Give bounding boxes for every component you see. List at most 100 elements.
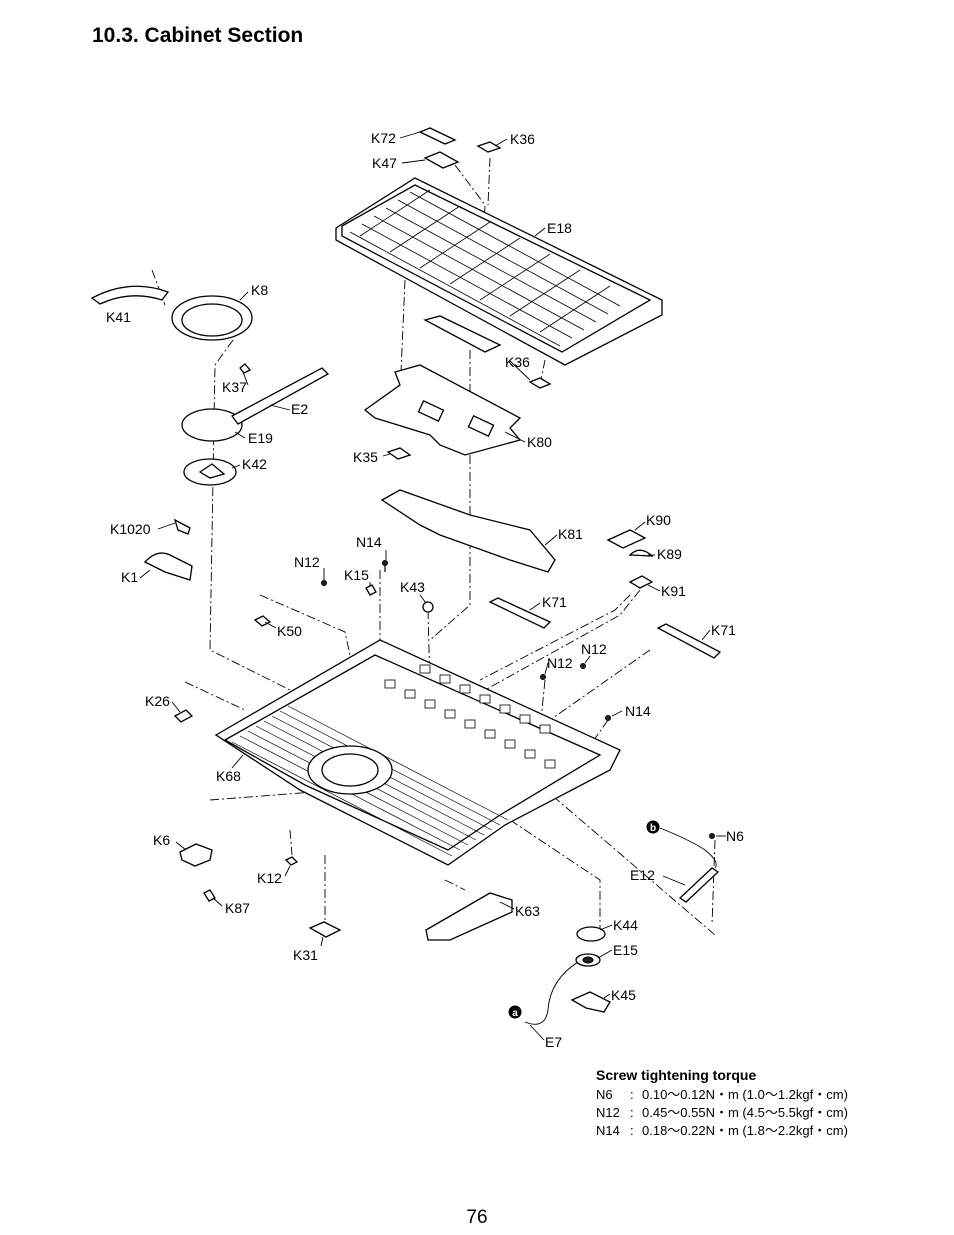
part-k91 [628, 575, 654, 589]
callout-label: K71 [542, 594, 567, 610]
part-k43 [422, 601, 434, 613]
callout-label: N6 [726, 828, 744, 844]
part-k6 [179, 843, 213, 867]
torque-separator: : [630, 1105, 634, 1120]
part-k31 [308, 921, 342, 938]
part-e2-cable [231, 367, 330, 425]
callout-label: E2 [291, 401, 308, 417]
callout-label: K71 [711, 622, 736, 638]
chassis-k68 [214, 639, 621, 866]
e7-cable [524, 961, 579, 1025]
callout-label: N14 [356, 534, 382, 550]
callout-label: K50 [277, 623, 302, 639]
connector-letter: a [512, 1008, 518, 1019]
k80-window-2 [467, 415, 495, 437]
callout-label: K31 [293, 947, 318, 963]
leader-lines [139, 131, 726, 1041]
part-k89 [628, 549, 654, 557]
callout-label: K36 [505, 354, 530, 370]
callout-label: K45 [611, 987, 636, 1003]
part-k87 [203, 889, 216, 902]
connector-marker-a: a [508, 1005, 522, 1019]
torque-screw: N14 [596, 1123, 620, 1138]
part-k35 [386, 447, 412, 460]
callout-label: K68 [216, 768, 241, 784]
callout-label: K87 [225, 900, 250, 916]
page-title: 10.3. Cabinet Section [92, 24, 304, 47]
part-k71-2 [656, 623, 722, 659]
part-k36-top [476, 141, 502, 153]
callout-label: K1020 [110, 521, 151, 537]
callout-label: K1 [121, 569, 138, 585]
callout-label: K36 [510, 131, 535, 147]
part-k81 [380, 489, 556, 573]
callout-label: K42 [242, 456, 267, 472]
k80-window-1 [417, 400, 445, 422]
part-k12 [284, 856, 299, 866]
callout-label: K63 [515, 903, 540, 919]
callout-label: N14 [625, 703, 651, 719]
callout-label: K91 [661, 583, 686, 599]
callout-label: K41 [106, 309, 131, 325]
e15-core [582, 956, 594, 964]
callout-label: K72 [371, 130, 396, 146]
callout-label: K43 [400, 579, 425, 595]
connector-marker-b: b [646, 820, 660, 834]
part-k71-1 [488, 597, 552, 629]
callout-label: N12 [581, 641, 607, 657]
callout-label: K44 [613, 917, 638, 933]
part-k72 [418, 127, 457, 145]
callout-label: E18 [547, 220, 572, 236]
part-k8-inner [181, 303, 243, 337]
part-k41 [90, 285, 170, 305]
part-k15 [365, 584, 377, 596]
torque-separator: : [630, 1123, 634, 1138]
torque-specification: Screw tightening torque N6 : 0.10～0.12N・… [596, 1067, 916, 1140]
torque-separator: : [630, 1087, 634, 1102]
callout-label: K90 [646, 512, 671, 528]
callout-label: K15 [344, 567, 369, 583]
page-number: 76 [466, 1207, 488, 1228]
connector-letter: b [650, 823, 656, 834]
callout-label: K80 [527, 434, 552, 450]
part-k50 [253, 615, 272, 627]
callout-label: K47 [372, 155, 397, 171]
callout-label: K8 [251, 282, 268, 298]
torque-value: 0.10～0.12N・m (1.0～1.2kgf・cm) [642, 1087, 848, 1102]
torque-screw: N6 [596, 1087, 613, 1102]
callout-label: E15 [613, 942, 638, 958]
part-k1020 [173, 518, 191, 535]
callout-label: K37 [222, 379, 247, 395]
part-k42-hole [198, 463, 226, 479]
callout-label: K89 [657, 546, 682, 562]
torque-title: Screw tightening torque [596, 1067, 757, 1083]
torque-screw: N12 [596, 1105, 620, 1120]
part-k1 [143, 552, 193, 581]
part-k47 [423, 151, 460, 169]
part-e19-touchpad [181, 408, 243, 442]
callout-label: K12 [257, 870, 282, 886]
part-k26 [173, 709, 194, 723]
part-k36-lower [528, 377, 552, 389]
part-k63 [425, 892, 513, 941]
e12-cable [659, 827, 717, 869]
callout-label: E19 [248, 430, 273, 446]
callout-label: K81 [558, 526, 583, 542]
part-k45 [570, 991, 611, 1013]
callout-label: K26 [145, 693, 170, 709]
callout-label: N12 [294, 554, 320, 570]
part-e12 [678, 867, 720, 903]
callout-label: E12 [630, 867, 655, 883]
part-k44 [576, 926, 606, 942]
callout-label: E7 [545, 1034, 562, 1050]
callout-label: N12 [547, 655, 573, 671]
callout-label: K6 [153, 832, 170, 848]
torque-row: N14 : 0.18～0.22N・m (1.8～2.2kgf・cm) [596, 1122, 916, 1140]
part-k90 [606, 529, 647, 549]
torque-row: N6 : 0.10～0.12N・m (1.0～1.2kgf・cm) [596, 1086, 916, 1104]
torque-row: N12 : 0.45～0.55N・m (4.5～5.5kgf・cm) [596, 1104, 916, 1122]
callout-label: K35 [353, 449, 378, 465]
part-k37 [239, 363, 252, 374]
torque-value: 0.45～0.55N・m (4.5～5.5kgf・cm) [642, 1105, 848, 1120]
